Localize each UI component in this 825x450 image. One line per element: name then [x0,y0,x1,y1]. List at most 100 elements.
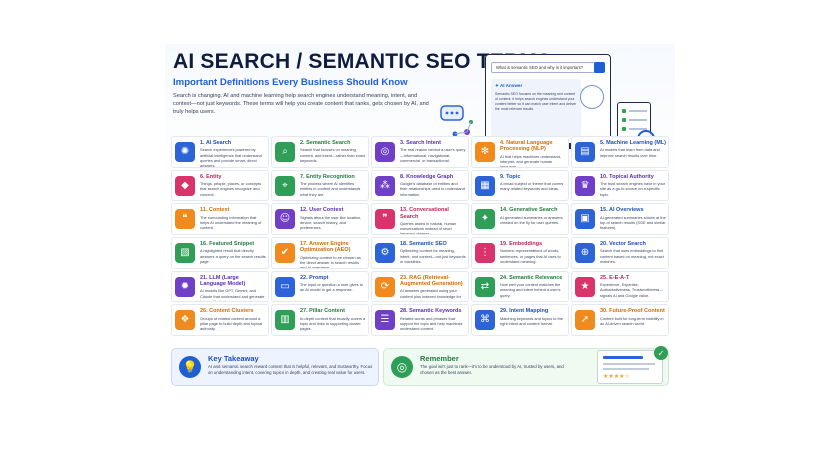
illustration-search-bar: What is semantic SEO and why is it impor… [491,62,601,73]
intro-text: Search is changing. AI and machine learn… [173,93,429,116]
chat-bubbles-icon [440,105,473,137]
term-card: ⟳23. RAG (Retrieval-Augmented Generation… [371,270,469,303]
infographic: AI SEARCH / SEMANTIC SEO TERMS Important… [165,44,675,392]
term-title: 18. Semantic SEO [400,240,447,247]
sparkle-icon: ✦ [475,209,495,230]
term-title: 21. LLM (Large Language Model) [200,274,246,287]
term-title: 27. Pillar Content [300,308,345,315]
document-icon: ▦ [475,175,495,196]
snippet-icon: ▧ [175,242,195,263]
term-description: Search that focuses on meaning, content,… [300,147,366,163]
gear-network-icon: ✻ [475,142,495,162]
term-description: The surrounding information that helps A… [200,214,262,231]
term-title: 15. AI Overviews [600,207,644,214]
term-description: Optimizing content for meaning, intent, … [400,248,466,264]
brain-icon [580,85,604,109]
term-description: The trust search engines have in your si… [600,180,666,197]
term-description: Search that uses embeddings to find cont… [600,248,664,264]
network-icon: ✺ [175,142,195,162]
term-card: ✻4. Natural Language Processing (NLP)AI … [471,136,569,168]
term-title: 16. Featured Snippet [200,240,255,247]
conversation-icon: ❞ [375,209,395,230]
term-title: 19. Embeddings [500,240,543,247]
cluster-icon: ❖ [175,310,195,331]
term-title: 10. Topical Authority [600,173,654,180]
term-title: 7. Entity Recognition [300,173,355,180]
term-description: The real reason behind a user's query—in… [400,147,466,163]
term-card: ✔17. Answer Engine Optimization (AEO)Opt… [271,236,369,269]
remember-text: The goal isn't just to rank—it's to be u… [420,364,564,376]
target-icon: ◎ [391,356,413,378]
shield-icon: ♛ [575,175,595,196]
term-title: 6. Entity [200,173,222,180]
graph-icon: ⁂ [375,175,395,196]
key-takeaway-title: Key Takeaway [208,354,259,363]
term-title: 9. Topic [500,173,521,180]
retrieval-icon: ⟳ [375,276,395,297]
target-icon: ◎ [375,142,395,162]
tag-icon: ⌖ [275,175,295,196]
term-description: Experience, Expertise, Authoritativeness… [600,281,664,298]
check-icon: ✓ [654,346,668,360]
term-description: AI-generated summaries shown at the top … [600,214,666,231]
term-title: 25. E-E-A-T [600,274,630,281]
rocket-icon: ➚ [575,310,595,331]
rating-stars-icon: ★★★★☆ [603,373,630,380]
term-description: Signals about the user like location, de… [300,214,362,231]
term-description: Queries asked in natural, human conversa… [400,220,457,235]
relevance-icon: ⇄ [475,276,495,297]
term-card: ✹21. LLM (Large Language Model)AI models… [171,270,269,303]
term-title: 30. Future-Proof Content [600,308,665,315]
ai-answer-panel: ✦ AI Answer Semantic SEO focuses on the … [491,79,581,137]
term-title: 20. Vector Search [600,240,646,247]
term-title: 4. Natural Language Processing (NLP) [500,140,553,153]
chart-icon: ▤ [575,142,595,162]
term-description: How well your content matches the meanin… [500,281,561,298]
chat-icon: ❝ [175,209,195,230]
term-description: In-depth content that broadly covers a t… [300,315,366,332]
term-description: Content built for long-term visibility i… [600,315,664,326]
ai-answer-text: Semantic SEO focuses on the meaning and … [495,92,577,112]
term-title: 26. Content Clusters [200,308,254,315]
term-description: Search experiences powered by artificial… [200,147,262,168]
lightbulb-icon: 💡 [179,356,201,378]
page-title: AI SEARCH / SEMANTIC SEO TERMS [173,50,552,73]
term-description: Google's database of entities and their … [400,180,465,197]
term-title: 1. AI Search [200,140,232,146]
term-description: The input or question a user gives to an… [300,281,363,293]
term-description: A broad subject or theme that covers man… [500,180,564,192]
term-title: 14. Generative Search [500,207,558,214]
term-title: 2. Semantic Search [300,140,351,146]
term-description: The process where AI identifies entities… [300,180,361,197]
vector-search-icon: ⊕ [575,242,595,263]
term-description: Optimizing content to be chosen as the d… [300,254,361,269]
term-title: 17. Answer Engine Optimization (AEO) [300,240,351,254]
page-subtitle: Important Definitions Every Business Sho… [173,77,408,88]
seo-icon: ⚙ [375,242,395,263]
term-title: 5. Machine Learning (ML) [600,140,667,146]
user-icon: ☺ [275,209,295,230]
map-icon: ⌘ [475,310,495,331]
term-description: A highlighted result that directly answe… [200,248,266,264]
brain-icon: ✹ [175,276,195,297]
term-title: 3. Search Intent [400,140,441,146]
key-takeaway-box: 💡 Key Takeaway AI and semantic search re… [171,348,379,386]
